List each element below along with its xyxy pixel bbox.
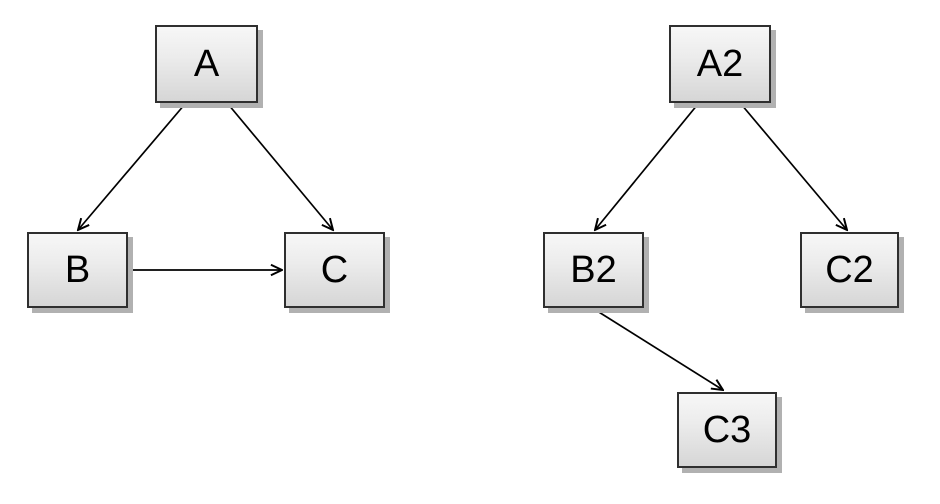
edge-A2-C2 [740,103,847,230]
node-B: B [27,232,128,308]
node-A2: A2 [669,25,771,103]
node-C-label: C [320,249,349,291]
node-B2-label: B2 [570,249,617,291]
node-B2: B2 [543,232,644,308]
node-C3: C3 [677,392,777,468]
node-C3-label: C3 [702,409,752,451]
edge-A-B [78,103,186,230]
edge-A-C [227,103,333,230]
node-C2-label: C2 [825,249,874,291]
edge-A2-B2 [595,103,699,230]
node-C2: C2 [800,232,899,308]
node-A-label: A [193,43,220,85]
node-B-label: B [64,249,91,291]
edge-B2-C3 [593,308,723,390]
node-A: A [155,25,258,103]
node-C: C [284,232,385,308]
node-A2-label: A2 [696,43,744,85]
